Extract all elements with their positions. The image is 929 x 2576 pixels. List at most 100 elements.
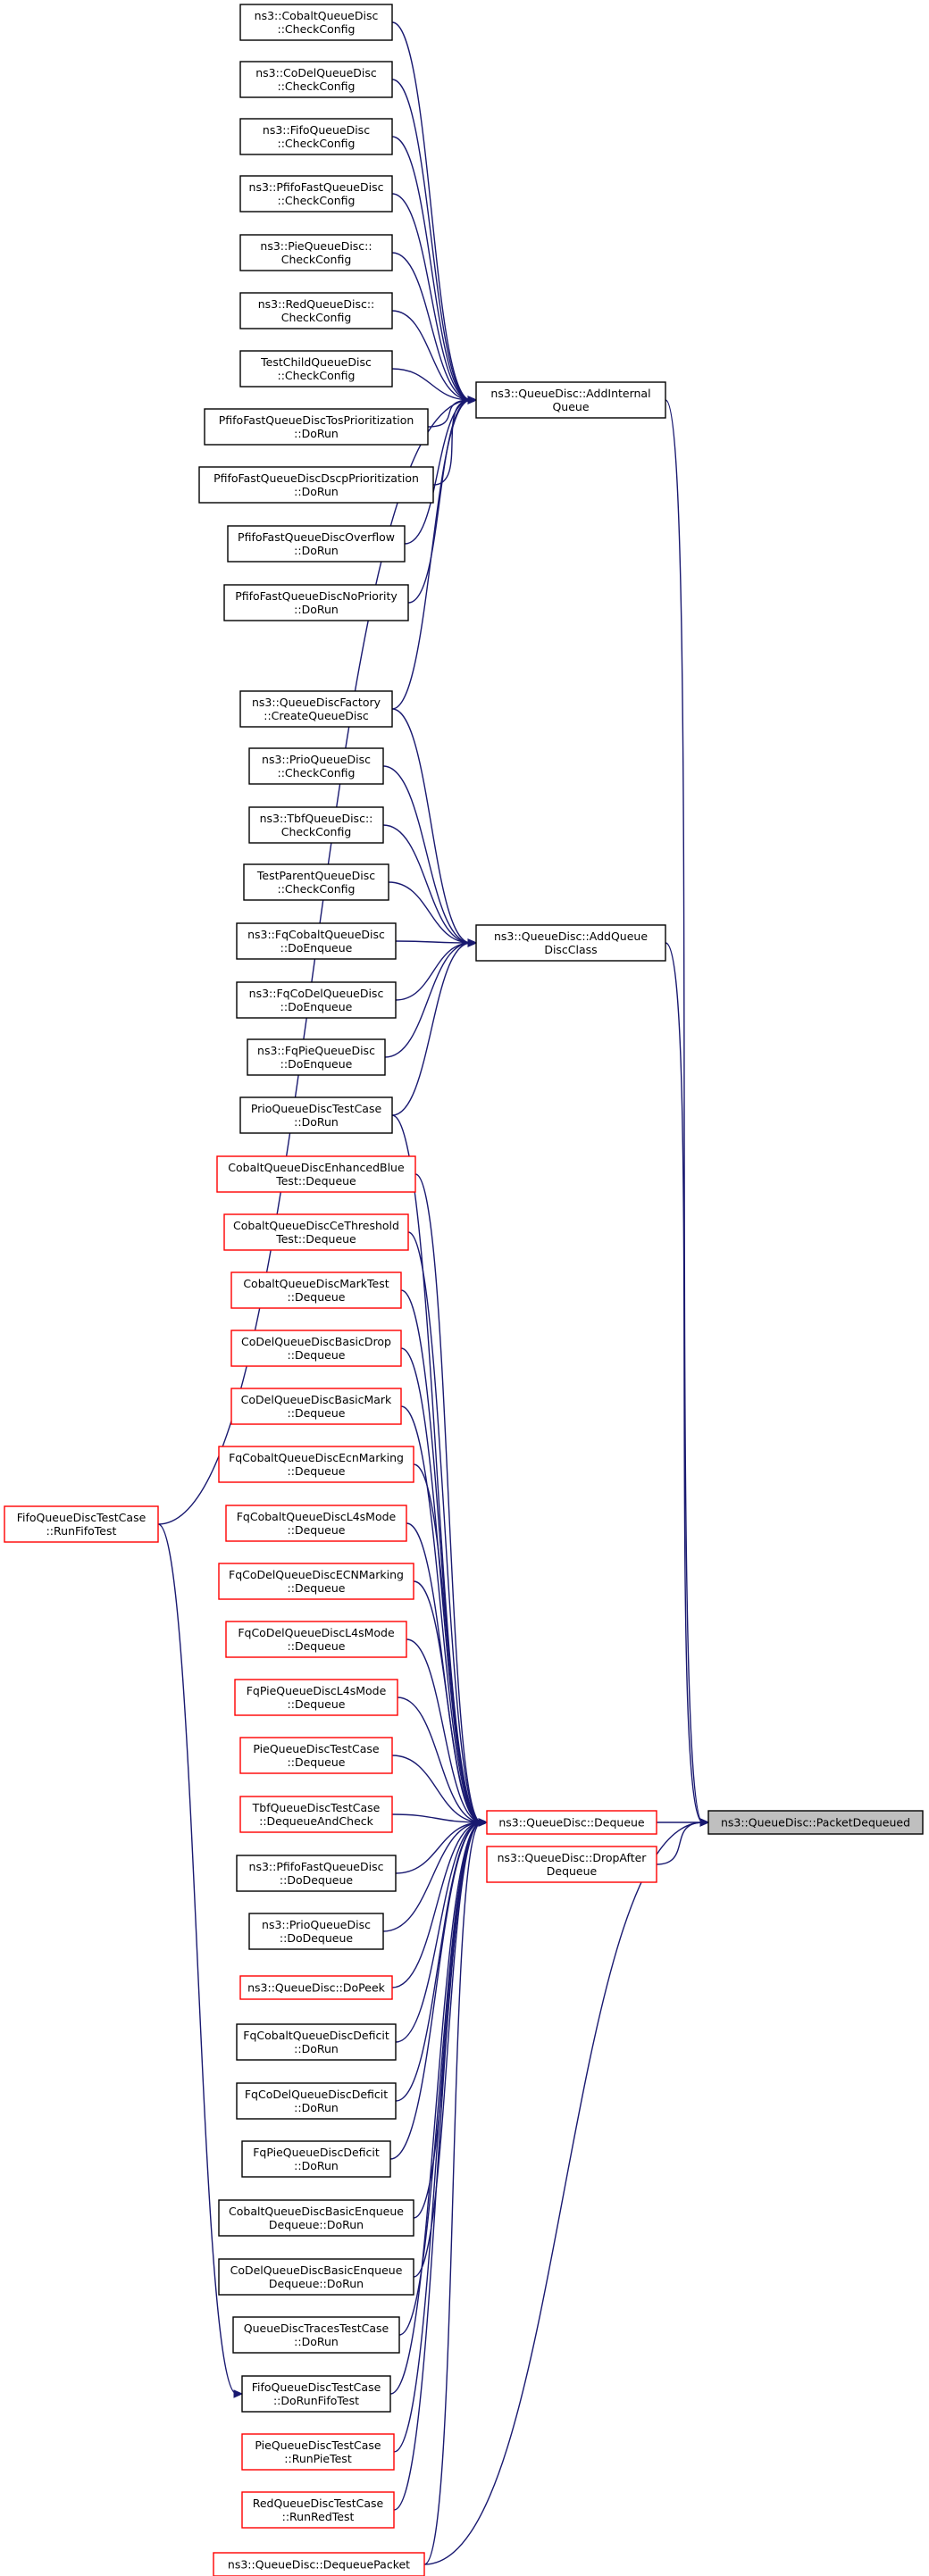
node-fifo-cc[interactable]: ns3::FifoQueueDisc::CheckConfig — [239, 118, 393, 155]
node-cobalt-basic[interactable]: CobaltQueueDiscBasicEnqueueDequeue::DoRu… — [218, 2199, 414, 2237]
node-box — [236, 2082, 397, 2120]
node-label: ::CheckConfig — [278, 766, 356, 779]
node-dopeek[interactable]: ns3::QueueDisc::DoPeek — [239, 1975, 393, 2000]
edge-n_fqpie_l4s-to-n_dequeue — [397, 1696, 482, 1823]
node-box — [486, 1810, 657, 1835]
node-label: PieQueueDiscTestCase — [255, 2438, 381, 2452]
edge-n_codel_cc-to-n_addinternal — [391, 79, 472, 401]
node-fqcodel-enq[interactable]: ns3::FqCoDelQueueDisc::DoEnqueue — [236, 981, 397, 1019]
edge-n_fqcobalt_ecn-to-n_dequeue — [413, 1463, 482, 1823]
node-label: ::RunFifoTest — [46, 1524, 117, 1538]
arrowhead-n_factory-to-n_addclass — [467, 938, 478, 947]
node-pie-cc[interactable]: ns3::PieQueueDisc::CheckConfig — [239, 234, 393, 271]
node-fifo-dorun[interactable]: FifoQueueDiscTestCase::DoRunFifoTest — [241, 2375, 391, 2413]
node-tbf-cc[interactable]: ns3::TbfQueueDisc::CheckConfig — [248, 806, 384, 844]
node-testchild-cc[interactable]: TestChildQueueDisc::CheckConfig — [239, 350, 393, 388]
node-traces[interactable]: QueueDiscTracesTestCase::DoRun — [232, 2316, 400, 2354]
node-label: ::DoRunFifoTest — [273, 2394, 359, 2407]
node-box — [236, 922, 397, 960]
node-fqcobalt-enq[interactable]: ns3::FqCobaltQueueDisc::DoEnqueue — [236, 922, 397, 960]
node-dequeue[interactable]: ns3::QueueDisc::Dequeue — [486, 1810, 657, 1835]
node-box — [204, 408, 429, 446]
node-label: FqCobaltQueueDiscEcnMarking — [229, 1451, 404, 1464]
edge-n_dropafter-to-n_focus — [656, 1822, 704, 1865]
node-fqpie-enq[interactable]: ns3::FqPieQueueDisc::DoEnqueue — [247, 1038, 386, 1076]
node-box — [218, 2258, 414, 2296]
node-fifo-runfifo[interactable]: FifoQueueDiscTestCase::RunFifoTest — [4, 1505, 159, 1543]
node-codel-drop[interactable]: CoDelQueueDiscBasicDrop::Dequeue — [230, 1330, 402, 1367]
node-label: CobaltQueueDiscBasicEnqueue — [229, 2205, 404, 2218]
node-pfifo-overflow[interactable]: PfifoFastQueueDiscOverflow::DoRun — [227, 525, 406, 563]
node-pie-test-deq[interactable]: PieQueueDiscTestCase::Dequeue — [239, 1737, 393, 1774]
node-pfifo-dodeq[interactable]: ns3::PfifoFastQueueDisc::DoDequeue — [236, 1855, 397, 1892]
node-tbf-test[interactable]: TbfQueueDiscTestCase::DequeueAndCheck — [239, 1796, 393, 1833]
edge-n_red_cc-to-n_addinternal — [391, 310, 472, 401]
node-pfifo-noprio[interactable]: PfifoFastQueueDiscNoPriority::DoRun — [223, 584, 409, 621]
node-box — [227, 525, 406, 563]
node-label: ns3::PieQueueDisc:: — [260, 239, 372, 253]
node-label: CobaltQueueDiscCeThreshold — [233, 1219, 399, 1232]
node-label: ns3::FqCoDelQueueDisc — [249, 987, 384, 1000]
node-pfifo-tos[interactable]: PfifoFastQueueDiscTosPrioritization::DoR… — [204, 408, 429, 446]
node-pie-run[interactable]: PieQueueDiscTestCase::RunPieTest — [241, 2433, 395, 2471]
node-box — [218, 1446, 414, 1483]
node-label: FqPieQueueDiscL4sMode — [247, 1684, 387, 1697]
node-label: ns3::FqCobaltQueueDisc — [247, 928, 385, 941]
node-red-cc[interactable]: ns3::RedQueueDisc::CheckConfig — [239, 292, 393, 329]
edge-n_cobalt_cc-to-n_addinternal — [391, 21, 472, 401]
edge-n_cobalt_mark-to-n_dequeue — [400, 1289, 482, 1823]
edge-n_prio_cc-to-n_addclass — [382, 765, 472, 944]
node-focus[interactable]: ns3::QueueDisc::PacketDequeued — [707, 1810, 924, 1835]
node-fqcobalt-ecn[interactable]: FqCobaltQueueDiscEcnMarking::Dequeue — [218, 1446, 414, 1483]
edge-n_cobalt_blue-to-n_dequeue — [414, 1173, 482, 1823]
node-prio-cc[interactable]: ns3::PrioQueueDisc::CheckConfig — [248, 747, 384, 785]
node-cobalt-mark[interactable]: CobaltQueueDiscMarkTest::Dequeue — [230, 1271, 402, 1309]
node-codel-mark[interactable]: CoDelQueueDiscBasicMark::Dequeue — [230, 1388, 402, 1425]
node-fqcodel-def[interactable]: FqCoDelQueueDiscDeficit::DoRun — [236, 2082, 397, 2120]
node-label: ::CheckConfig — [278, 369, 356, 382]
node-box — [707, 1810, 924, 1835]
node-box — [248, 806, 384, 844]
node-pfifo-cc[interactable]: ns3::PfifoFastQueueDisc::CheckConfig — [239, 175, 393, 213]
node-label: PieQueueDiscTestCase — [253, 1742, 379, 1755]
node-label: CobaltQueueDiscMarkTest — [243, 1277, 389, 1290]
node-label: CheckConfig — [281, 253, 352, 266]
edge-n_cobalt_ce-to-n_dequeue — [407, 1231, 482, 1823]
node-codel-cc[interactable]: ns3::CoDelQueueDisc::CheckConfig — [239, 61, 393, 98]
node-fqcodel-l4s[interactable]: FqCoDelQueueDiscL4sMode::Dequeue — [225, 1621, 407, 1658]
node-box — [218, 1563, 414, 1600]
node-deqpacket[interactable]: ns3::QueueDisc::DequeuePacket — [213, 2552, 425, 2576]
node-prio-dodeq[interactable]: ns3::PrioQueueDisc::DoDequeue — [248, 1913, 384, 1950]
node-box — [241, 2375, 391, 2413]
node-label: ::DoRun — [294, 2159, 339, 2172]
node-label: ns3::QueueDisc::DropAfter — [498, 1851, 648, 1864]
node-fqcodel-ecn[interactable]: FqCoDelQueueDiscECNMarking::Dequeue — [218, 1563, 414, 1600]
edge-n_tbf_test-to-n_dequeue — [391, 1813, 482, 1823]
node-fqcobalt-l4s[interactable]: FqCobaltQueueDiscL4sMode::Dequeue — [225, 1505, 407, 1542]
node-testparent-cc[interactable]: TestParentQueueDisc::CheckConfig — [243, 863, 389, 901]
node-label: TestParentQueueDisc — [256, 869, 375, 882]
node-factory[interactable]: ns3::QueueDiscFactory::CreateQueueDisc — [239, 690, 393, 728]
node-prio-test[interactable]: PrioQueueDiscTestCase::DoRun — [239, 1096, 393, 1134]
edge-n_pfifo_overflow-to-n_addinternal — [404, 399, 472, 545]
node-cobalt-cc[interactable]: ns3::CobaltQueueDisc::CheckConfig — [239, 4, 393, 41]
node-label: ns3::FqPieQueueDisc — [257, 1044, 375, 1057]
node-box — [241, 2140, 391, 2178]
node-label: ns3::RedQueueDisc:: — [258, 297, 375, 311]
node-pfifo-dscp[interactable]: PfifoFastQueueDiscDscpPrioritization::Do… — [198, 466, 434, 504]
node-label: CheckConfig — [281, 825, 352, 838]
node-label: ns3::CobaltQueueDisc — [255, 9, 379, 22]
node-fqcobalt-def[interactable]: FqCobaltQueueDiscDeficit::DoRun — [236, 2023, 397, 2061]
node-fqpie-def[interactable]: FqPieQueueDiscDeficit::DoRun — [241, 2140, 391, 2178]
node-box — [241, 2491, 395, 2529]
node-label: FifoQueueDiscTestCase — [17, 1511, 146, 1524]
node-red-run[interactable]: RedQueueDiscTestCase::RunRedTest — [241, 2491, 395, 2529]
node-fqpie-l4s[interactable]: FqPieQueueDiscL4sMode::Dequeue — [234, 1679, 398, 1716]
node-label: ::DoDequeue — [280, 1931, 353, 1945]
